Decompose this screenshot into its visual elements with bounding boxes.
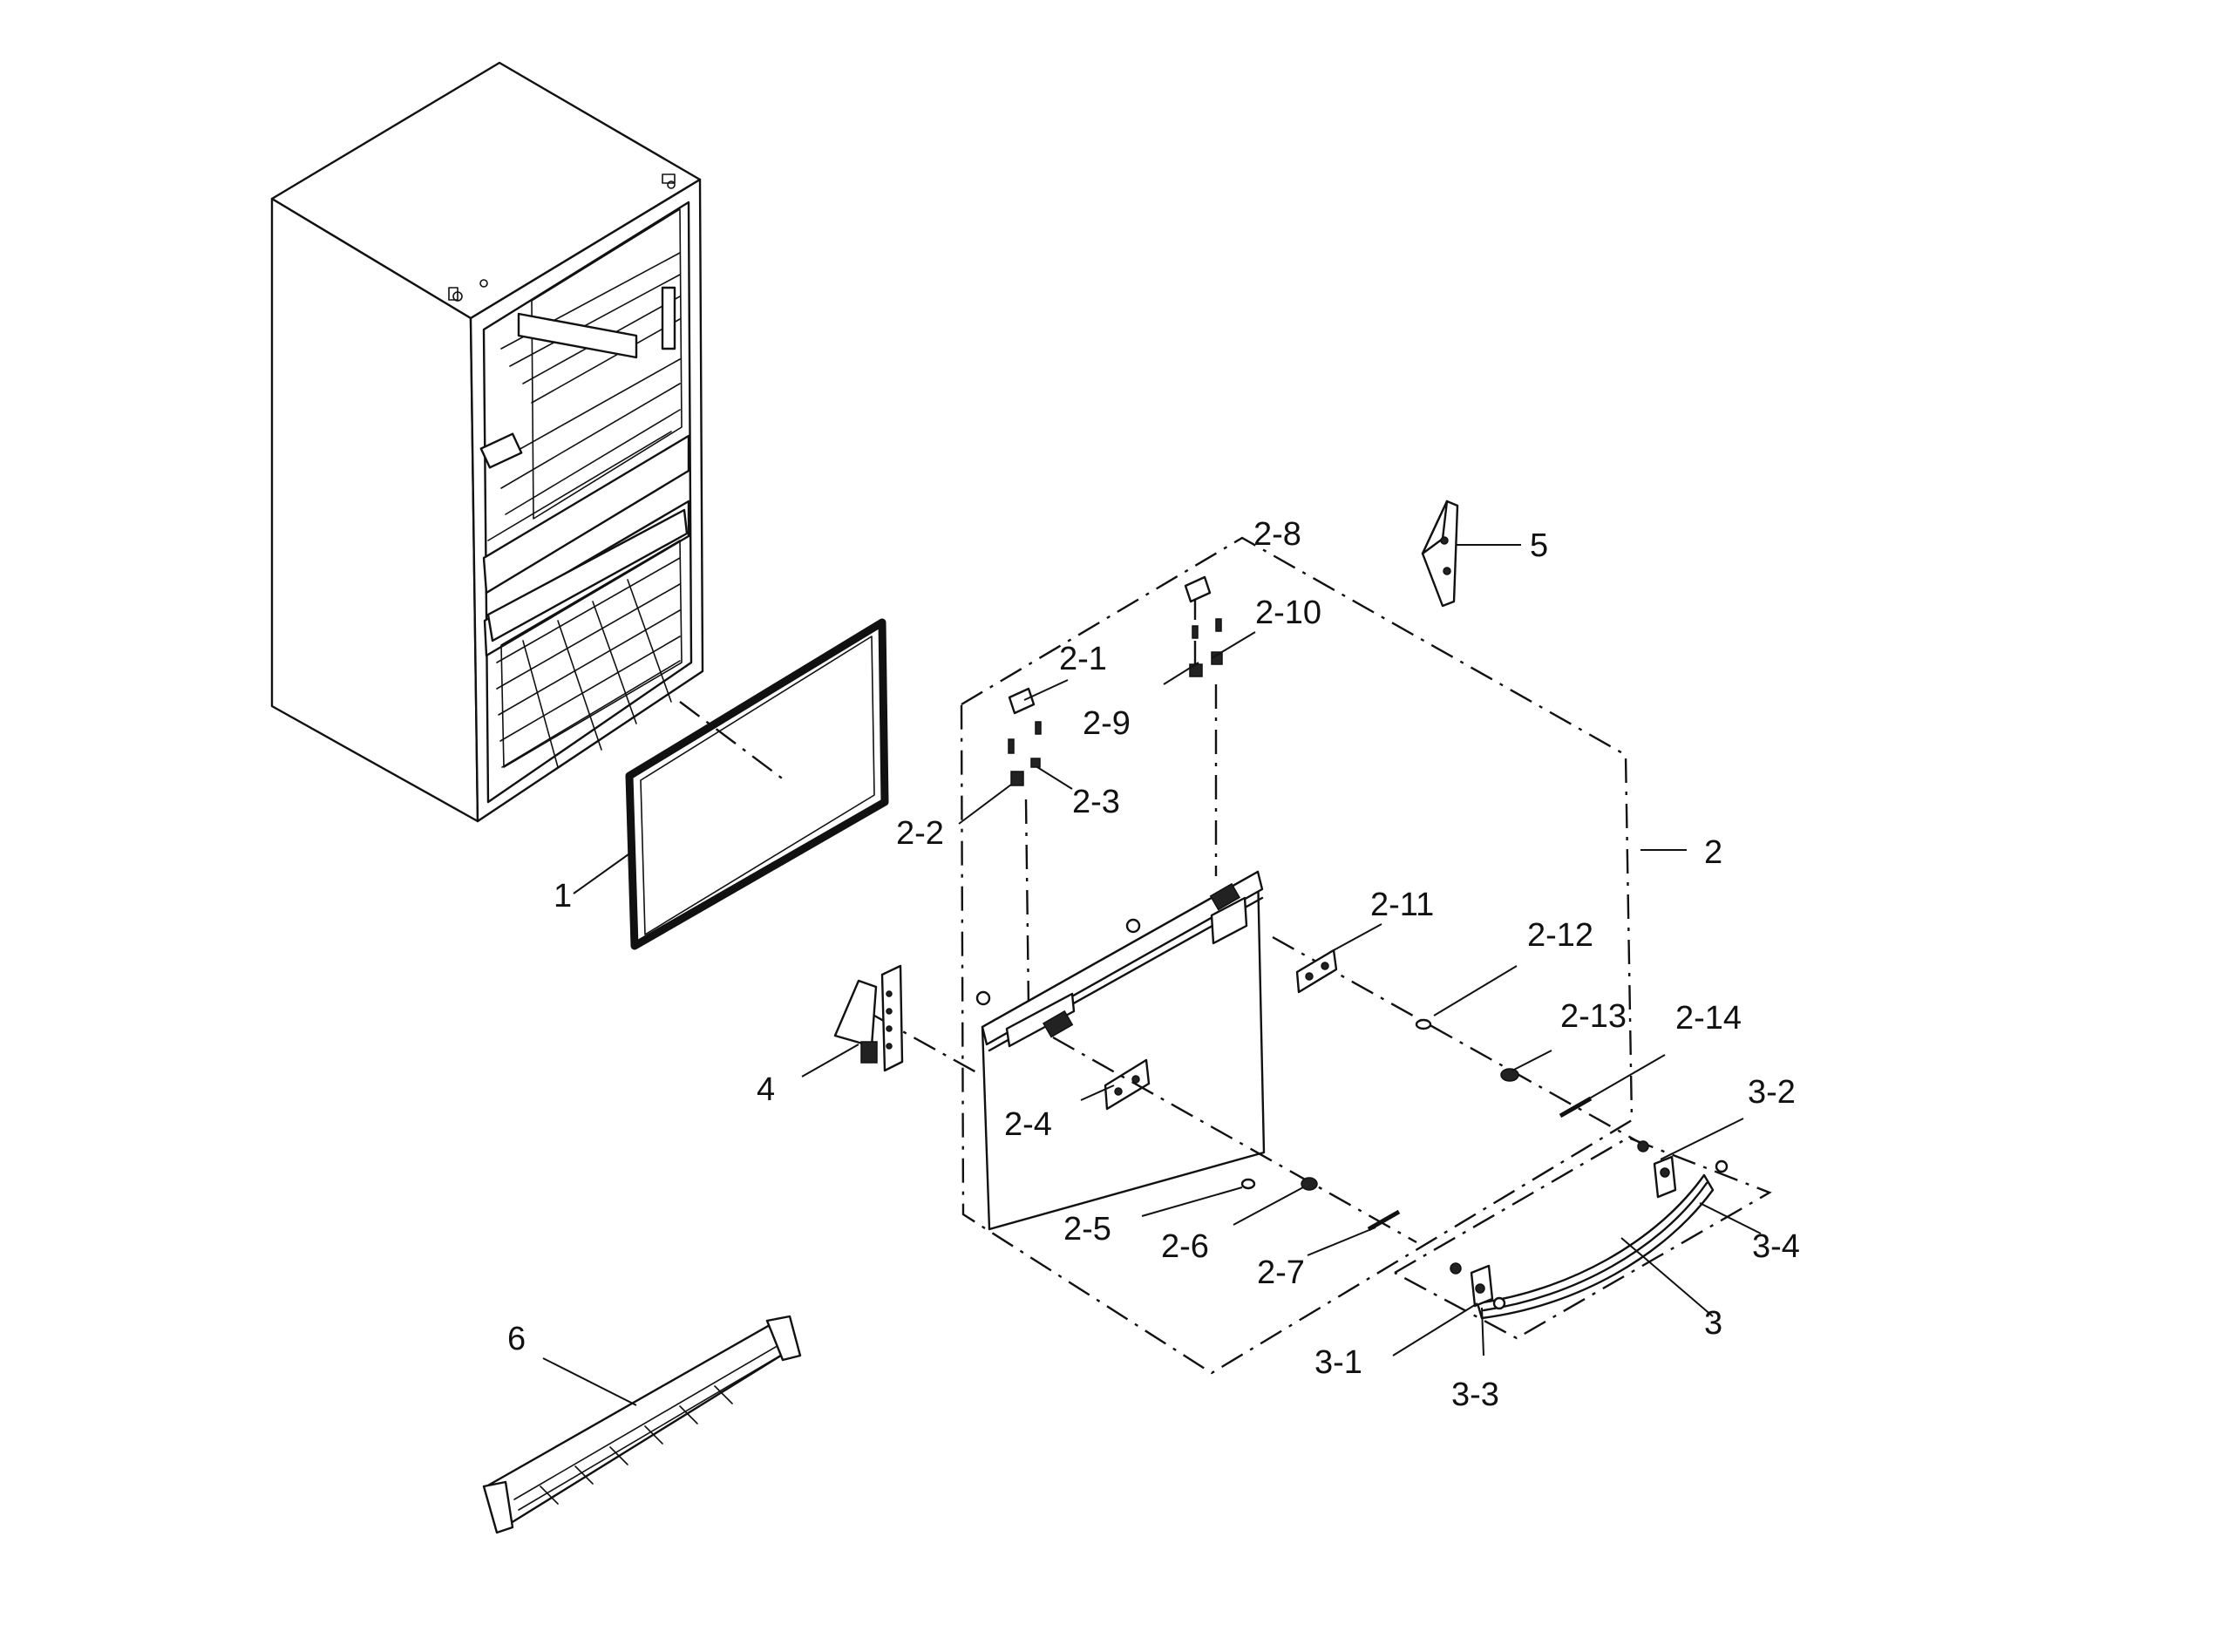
door-handle bbox=[1394, 1136, 1772, 1340]
callout-2-13: 2-13 bbox=[1560, 998, 1627, 1035]
callout-2-10: 2-10 bbox=[1255, 595, 1321, 631]
callout-2-5: 2-5 bbox=[1063, 1211, 1111, 1247]
left-door-bracket bbox=[833, 964, 904, 1072]
callout-2-12: 2-12 bbox=[1527, 917, 1593, 954]
callout-2-8: 2-8 bbox=[1253, 516, 1301, 553]
callout-2-7: 2-7 bbox=[1257, 1254, 1305, 1291]
callout-3-2: 3-2 bbox=[1748, 1074, 1796, 1111]
callout-5: 5 bbox=[1530, 527, 1548, 564]
callout-2-14: 2-14 bbox=[1675, 1000, 1742, 1037]
rail-parts bbox=[873, 935, 1640, 1244]
callout-2-2: 2-2 bbox=[896, 815, 944, 852]
freezer-door-panel bbox=[975, 870, 1266, 1231]
callout-2-4: 2-4 bbox=[1004, 1106, 1052, 1143]
right-hinge-parts bbox=[1184, 575, 1223, 677]
callout-1: 1 bbox=[554, 878, 572, 914]
callout-2-6: 2-6 bbox=[1161, 1228, 1209, 1265]
callout-3: 3 bbox=[1704, 1305, 1722, 1342]
callout-2: 2 bbox=[1704, 834, 1722, 871]
callout-6: 6 bbox=[507, 1321, 526, 1357]
right-door-bracket bbox=[1421, 500, 1459, 608]
callout-2-11: 2-11 bbox=[1370, 887, 1434, 923]
callout-3-4: 3-4 bbox=[1752, 1228, 1800, 1265]
door-gasket bbox=[625, 618, 889, 950]
callout-4: 4 bbox=[757, 1071, 775, 1108]
callout-2-1: 2-1 bbox=[1059, 641, 1107, 677]
callout-2-9: 2-9 bbox=[1083, 705, 1131, 742]
callout-3-3: 3-3 bbox=[1451, 1377, 1499, 1413]
left-hinge-parts bbox=[1008, 687, 1042, 786]
refrigerator-cabinet bbox=[270, 61, 704, 823]
callout-3-1: 3-1 bbox=[1314, 1344, 1362, 1381]
callout-2-3: 2-3 bbox=[1072, 784, 1120, 820]
leader-lines bbox=[542, 544, 1762, 1406]
freezer-drawer-tray bbox=[482, 1315, 802, 1534]
